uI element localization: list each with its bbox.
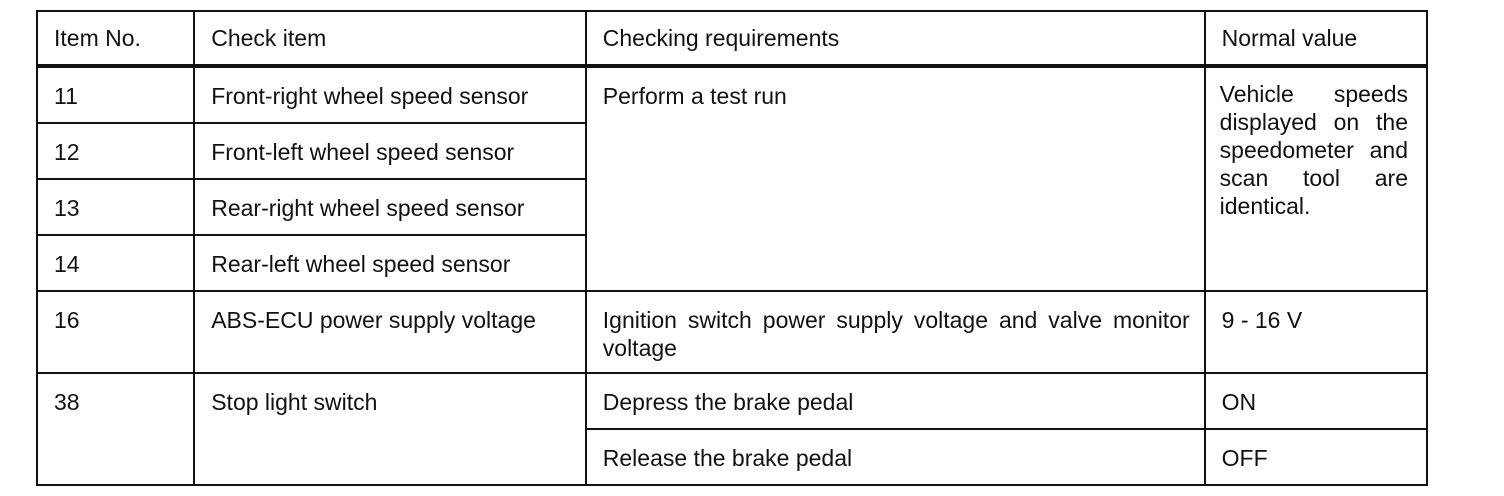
- table-row: 38 Stop light switch Depress the brake p…: [35, 372, 1429, 486]
- normal-value-cell: OFF: [1203, 428, 1429, 486]
- check-item-cell: Stop light switch: [193, 372, 587, 486]
- item-no-cell: 11: [35, 65, 196, 124]
- check-item-cell: Rear-left wheel speed sensor: [193, 234, 587, 292]
- table-header-row: Item No. Check item Checking requirement…: [35, 10, 1429, 68]
- table-row: 14 Rear-left wheel speed sensor: [35, 234, 1427, 292]
- table-row: 16 ABS-ECU power supply voltage Ignition…: [35, 290, 1429, 374]
- table-row: 13 Rear-right wheel speed sensor: [35, 178, 1427, 236]
- check-item-cell: Front-left wheel speed sensor: [193, 122, 587, 180]
- item-no-cell: 16: [35, 290, 196, 374]
- header-check-item: Check item: [193, 10, 587, 68]
- header-checking-requirements: Checking requirements: [584, 10, 1206, 68]
- requirement-cell: Perform a test run: [584, 65, 1206, 292]
- requirement-cell: Ignition switch power supply voltage and…: [584, 290, 1206, 374]
- header-normal-value: Normal value: [1203, 10, 1429, 68]
- table-row: 11 Front-right wheel speed sensor Perfor…: [35, 65, 1429, 292]
- check-item-cell: ABS-ECU power supply voltage: [193, 290, 587, 374]
- normal-value-cell: Vehicle speeds displayed on the speedome…: [1203, 65, 1429, 292]
- item-no-cell: 13: [35, 178, 196, 236]
- check-item-cell: Rear-right wheel speed sensor: [193, 178, 587, 236]
- check-items-table: Item No. Check item Checking requirement…: [35, 10, 1429, 486]
- table-row: Release the brake pedal OFF: [37, 428, 1429, 486]
- item-no-cell: 14: [35, 234, 196, 292]
- normal-value-cell: 9 - 16 V: [1203, 290, 1429, 374]
- normal-value-cell: ON: [1203, 372, 1429, 430]
- requirement-cell: Release the brake pedal: [584, 428, 1206, 486]
- item-no-cell: 12: [35, 122, 196, 180]
- item-no-cell: 38: [35, 372, 196, 486]
- check-item-cell: Front-right wheel speed sensor: [193, 65, 587, 124]
- normal-value-text: Vehicle speeds displayed on the speedome…: [1219, 81, 1408, 219]
- requirement-cell: Depress the brake pedal: [584, 372, 1206, 430]
- table-row: 12 Front-left wheel speed sensor: [35, 122, 1427, 180]
- header-item-no: Item No.: [35, 10, 196, 68]
